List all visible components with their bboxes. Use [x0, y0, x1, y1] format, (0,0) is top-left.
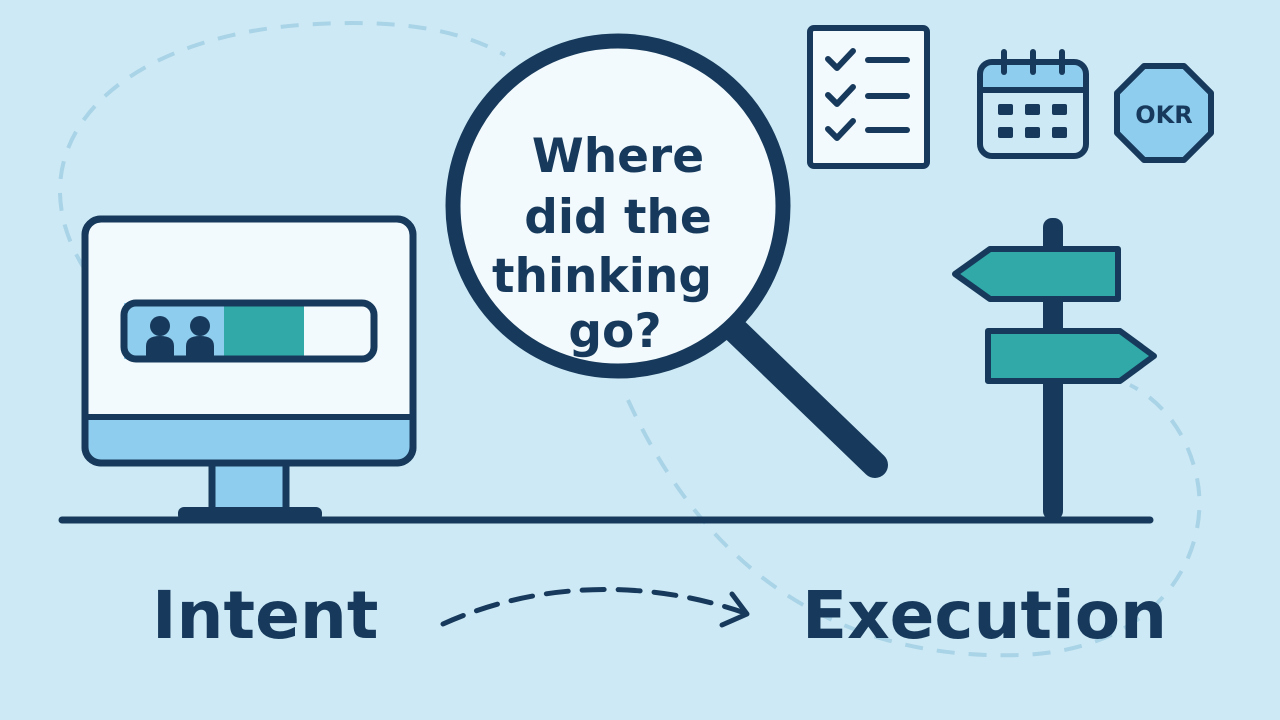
- signpost-icon: [952, 218, 1157, 520]
- execution-label: Execution: [802, 577, 1168, 654]
- signpost-arrow-right: [985, 328, 1157, 384]
- magnifier-text-line-3: thinking: [492, 249, 712, 304]
- checklist-icon: [807, 25, 930, 169]
- intent-label: Intent: [152, 577, 379, 654]
- monitor-icon: [81, 215, 417, 521]
- magnifier-text-line-4: go?: [568, 304, 662, 359]
- magnifying-glass-icon: [445, 33, 888, 478]
- people-icon: [146, 316, 214, 357]
- dashed-arrow-icon: [440, 587, 750, 628]
- signpost-arrow-left: [952, 246, 1121, 302]
- okr-badge-text: OKR: [1135, 101, 1192, 129]
- magnifier-text-line-2: did the: [524, 190, 712, 245]
- calendar-icon: [977, 49, 1089, 159]
- dashed-guide-loop-right: [626, 383, 1202, 658]
- octagon-badge-icon: OKR: [1114, 63, 1214, 163]
- magnifier-text-line-1: Where: [531, 129, 705, 184]
- dashed-guide-loop-left: [57, 21, 506, 272]
- progress-bar-icon: [120, 299, 378, 363]
